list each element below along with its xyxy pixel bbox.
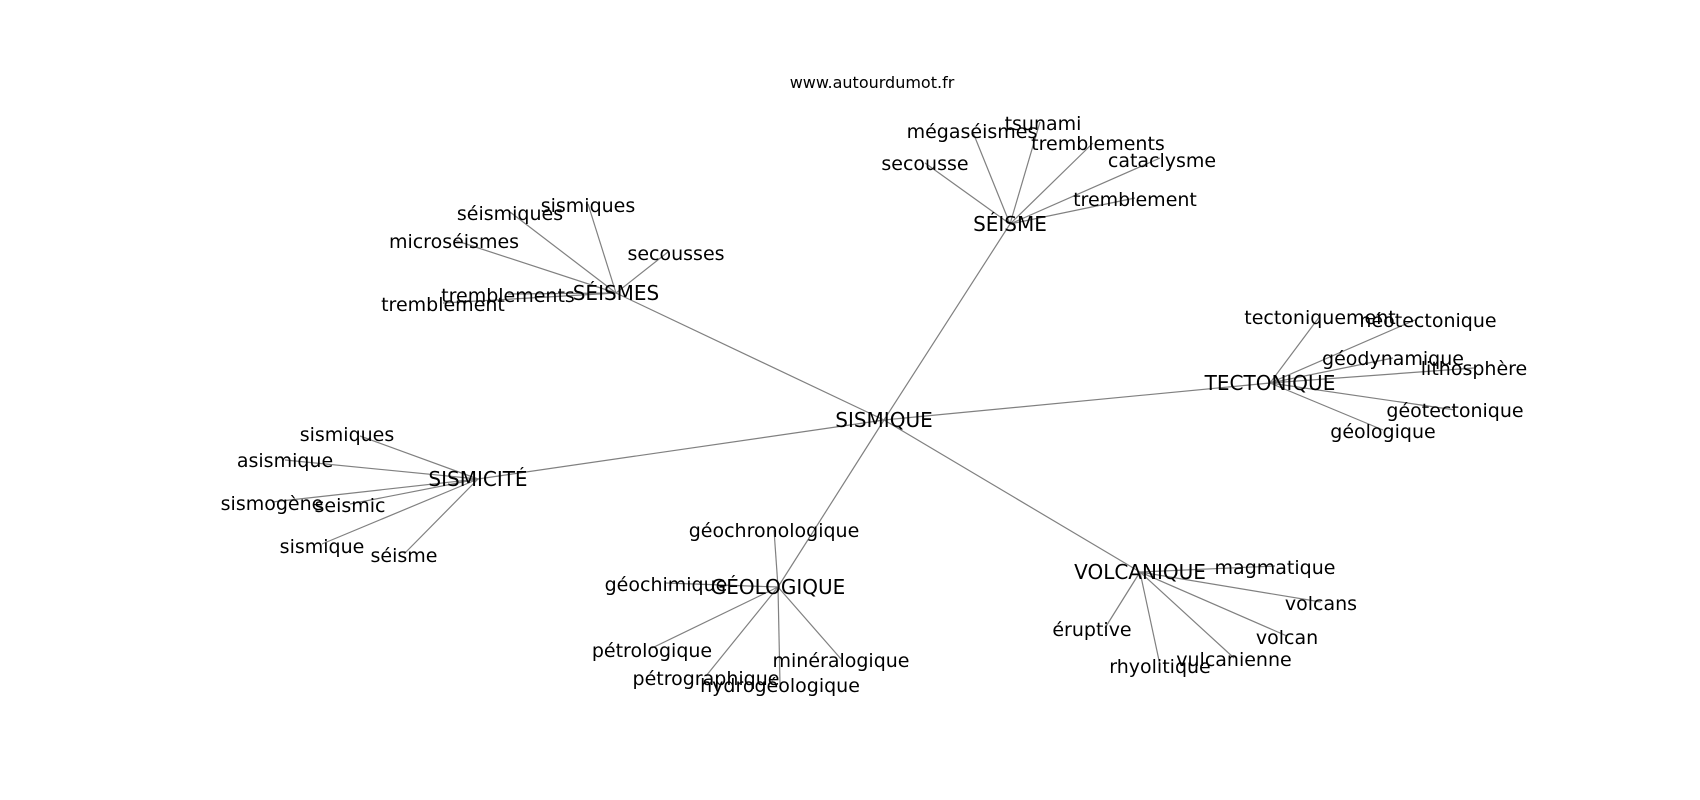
edge-seisme-leaf-0 (971, 129, 1011, 225)
edge-sismicite-leaf-23 (403, 478, 479, 555)
node-leaf-sismicite: sismiques (300, 424, 395, 446)
edge-volcanique-leaf-35 (1139, 571, 1161, 666)
node-leaf-volcanique: volcan (1256, 627, 1318, 649)
node-hub-seisme: SÉISME (973, 212, 1047, 236)
node-leaf-tectonique: lithosphère (1421, 358, 1527, 380)
edge-sismicite-leaf-19 (284, 459, 479, 480)
node-leaf-seisme: secousse (881, 153, 968, 175)
edge-tectonique-leaf-15 (1269, 367, 1475, 384)
edge-volcanique-leaf-30 (1139, 565, 1276, 573)
node-leaf-seisme: tsunami (1005, 113, 1082, 135)
edge-volcanique-leaf-33 (1104, 571, 1141, 629)
edge-volcanique-leaf-34 (1139, 571, 1235, 659)
edge-tectonique-leaf-14 (1269, 357, 1394, 384)
node-hub-seismes: SÉISMES (573, 281, 660, 305)
node-leaf-volcanique: volcans (1285, 593, 1357, 615)
node-leaf-geologique: géochronologique (689, 520, 860, 542)
labels-layer: www.autourdumot.fr SISMIQUE SÉISME SÉISMES… (221, 73, 1528, 697)
edge-seismes-leaf-6 (509, 211, 617, 294)
node-leaf-sismicite: seismic (315, 495, 386, 517)
edge-center-seismes (615, 292, 885, 421)
edge-geologique-leaf-27 (705, 586, 779, 677)
edge-seismes-leaf-11 (442, 292, 617, 304)
node-leaf-geologique: géochimique (605, 574, 728, 596)
node-leaf-geologique: pétrologique (592, 640, 712, 662)
edge-center-volcanique (883, 419, 1141, 573)
edge-sismicite-leaf-22 (321, 478, 479, 545)
edge-tectonique-leaf-12 (1269, 315, 1321, 384)
node-leaf-seismes: tremblements (441, 285, 575, 307)
node-leaf-sismicite: séisme (371, 545, 438, 567)
node-leaf-seismes: tremblement (381, 294, 505, 316)
node-hub-tectonique: TECTONIQUE (1204, 371, 1336, 395)
edge-center-tectonique (883, 382, 1271, 421)
node-leaf-seismes: séismiques (457, 203, 563, 225)
edge-seisme-leaf-4 (1009, 157, 1161, 225)
edge-sismicite-leaf-18 (359, 435, 479, 480)
node-leaf-geologique: minéralogique (772, 650, 909, 672)
edge-center-sismicite (477, 419, 885, 480)
node-hub-volcanique: VOLCANIQUE (1074, 560, 1206, 584)
edge-tectonique-leaf-16 (1269, 382, 1456, 411)
node-leaf-seisme: mégaséismes (907, 121, 1038, 143)
node-leaf-tectonique: tectoniquement (1244, 307, 1395, 329)
node-leaf-sismicite: sismique (280, 536, 365, 558)
edge-seismes-leaf-9 (615, 251, 669, 294)
node-leaf-tectonique: géodynamique (1322, 348, 1464, 370)
node-leaf-geologique: pétrographique (633, 668, 780, 690)
node-leaf-volcanique: vulcanienne (1176, 649, 1291, 671)
edge-volcanique-leaf-31 (1139, 571, 1322, 603)
edge-seisme-leaf-2 (1009, 142, 1094, 225)
edge-seisme-leaf-5 (1009, 197, 1136, 225)
node-leaf-tectonique: géologique (1330, 421, 1435, 443)
edge-center-seisme (883, 223, 1011, 421)
edge-geologique-leaf-24 (773, 529, 779, 588)
edge-geologique-leaf-26 (651, 586, 779, 649)
node-leaf-seismes: secousses (627, 243, 724, 265)
node-leaf-volcanique: éruptive (1052, 619, 1131, 641)
node-leaf-seisme: cataclysme (1108, 150, 1216, 172)
node-hub-sismicite: SISMICITÉ (428, 467, 527, 491)
node-hub-geologique: GÉOLOGIQUE (711, 575, 845, 599)
node-leaf-tectonique: géotectonique (1386, 400, 1523, 422)
node-leaf-seisme: tremblement (1073, 189, 1197, 211)
edge-sismicite-leaf-21 (349, 478, 479, 505)
edge-seismes-leaf-8 (453, 239, 617, 294)
edge-seismes-leaf-7 (587, 203, 617, 294)
node-leaf-seisme: tremblements (1031, 133, 1165, 155)
edge-volcanique-leaf-32 (1139, 571, 1288, 637)
node-leaf-volcanique: rhyolitique (1109, 656, 1210, 678)
edge-geologique-leaf-28 (777, 586, 781, 685)
node-leaf-seismes: microséismes (389, 231, 519, 253)
edge-seisme-leaf-1 (1009, 121, 1041, 225)
edge-sismicite-leaf-20 (271, 478, 479, 503)
edge-tectonique-leaf-17 (1269, 382, 1384, 431)
node-leaf-geologique: hydrogéologique (700, 675, 860, 697)
node-leaf-seismes: sismiques (541, 195, 636, 217)
edge-seisme-leaf-3 (924, 162, 1011, 225)
node-leaf-sismicite: sismogène (221, 493, 324, 515)
watermark-text: www.autourdumot.fr (790, 73, 955, 92)
node-leaf-volcanique: magmatique (1215, 557, 1336, 579)
edge-geologique-leaf-25 (665, 582, 779, 588)
node-leaf-tectonique: néotectonique (1359, 310, 1496, 332)
node-center-sismique: SISMIQUE (835, 408, 932, 432)
edge-tectonique-leaf-13 (1269, 319, 1416, 384)
edges-layer (271, 121, 1475, 685)
edge-seismes-leaf-10 (507, 292, 617, 295)
edge-geologique-leaf-29 (777, 586, 842, 660)
edge-center-geologique (777, 419, 885, 588)
node-leaf-sismicite: asismique (237, 450, 333, 472)
